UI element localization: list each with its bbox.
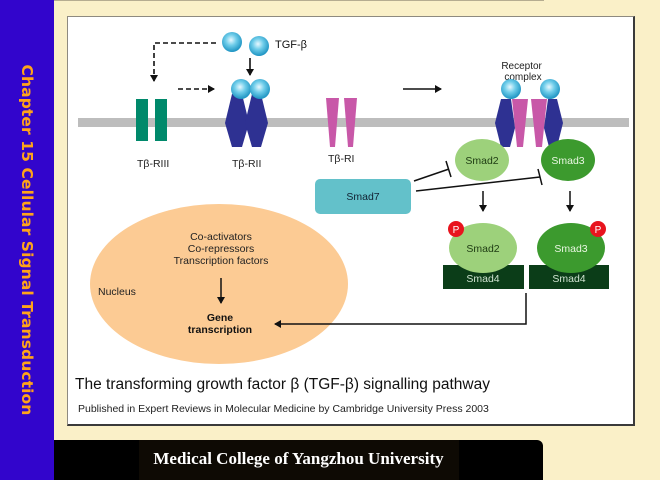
phospho-smad3-node: [537, 223, 605, 273]
tgf-beta-pathway-diagram: TGF-β Tβ-RIII Tβ-RII Tβ-RI Receptor comp…: [78, 32, 629, 364]
receptor-complex-label: Receptor complex: [501, 61, 544, 83]
footer-inner: [139, 440, 459, 480]
smad4-label-right: Smad4: [552, 273, 585, 285]
complex-ligand: [540, 79, 560, 99]
receptor-RII-label: Tβ-RII: [232, 158, 261, 170]
smad4-label-left: Smad4: [466, 273, 499, 285]
figure-panel: TGF-β Tβ-RIII Tβ-RII Tβ-RI Receptor comp…: [67, 16, 635, 426]
receptor-RII-right: [245, 94, 268, 147]
complex-RI-left: [512, 99, 528, 147]
receptor-RIII-right: [155, 99, 167, 141]
phospho-badge-smad3-label: P: [595, 225, 602, 236]
receptor-complex-label-line2: complex: [504, 72, 541, 83]
smad2-node: [455, 139, 509, 181]
tgf-beta-bound-ligand: [250, 79, 270, 99]
smad2-label: Smad2: [465, 155, 498, 167]
dashed-arrow-to-RIII: [150, 42, 216, 82]
figure-caption: The transforming growth factor β (TGF-β)…: [75, 376, 490, 393]
smad7-inhibits-smad3: [415, 168, 543, 192]
smad3-node: [541, 139, 595, 181]
nucleus: [90, 204, 348, 364]
gene-transcription-line1: Gene: [207, 312, 233, 324]
phospho-badge-smad3: [590, 221, 606, 237]
phospho-smad3-label: Smad3: [554, 243, 587, 255]
complex-ligand: [501, 79, 521, 99]
receptor-RI-right: [344, 98, 357, 147]
tgf-beta-label: TGF-β: [275, 39, 307, 51]
smad7-label: Smad7: [346, 191, 379, 203]
smad7-node: [315, 179, 411, 214]
phospho-badge-smad2-label: P: [453, 225, 460, 236]
phospho-smad2-node: [449, 223, 517, 273]
nucleus-factor-1: Co-activators: [190, 231, 252, 243]
footer-bar: Medical College of Yangzhou University: [54, 440, 543, 480]
figure-credit: Published in Expert Reviews in Molecular…: [78, 403, 489, 415]
tgf-beta-ligand: [249, 36, 269, 56]
gene-transcription-line2: transcription: [188, 324, 252, 336]
receptor-RIII-left: [136, 99, 148, 141]
smad3-label: Smad3: [551, 155, 584, 167]
nucleus-factor-3: Transcription factors: [174, 255, 269, 267]
phospho-smad2-label: Smad2: [466, 243, 499, 255]
receptor-RIII-label: Tβ-RIII: [137, 158, 169, 170]
arrow-smad-complex-to-transcription: [274, 293, 527, 328]
nucleus-factor-2: Co-repressors: [188, 243, 255, 255]
top-divider: [54, 0, 544, 1]
complex-RII-right: [544, 99, 563, 147]
receptor-RI-left: [326, 98, 339, 147]
receptor-RI-label: Tβ-RI: [328, 153, 354, 165]
nucleus-label: Nucleus: [98, 286, 136, 298]
complex-RII-left: [495, 99, 515, 147]
receptor-complex-label-line1: Receptor: [501, 61, 542, 72]
side-bar: Chapter 15 Cellular Signal Transduction: [0, 0, 54, 480]
receptor-RII-left: [225, 94, 249, 147]
complex-RI-right: [531, 99, 547, 147]
phospho-badge-smad2: [448, 221, 464, 237]
tgf-beta-bound-ligand: [231, 79, 251, 99]
tgf-beta-ligand: [222, 32, 242, 52]
smad7-inhibits-smad2: [413, 160, 452, 182]
chapter-title: Chapter 15 Cellular Signal Transduction: [18, 64, 36, 416]
footer-institution: Medical College of Yangzhou University: [153, 449, 444, 468]
